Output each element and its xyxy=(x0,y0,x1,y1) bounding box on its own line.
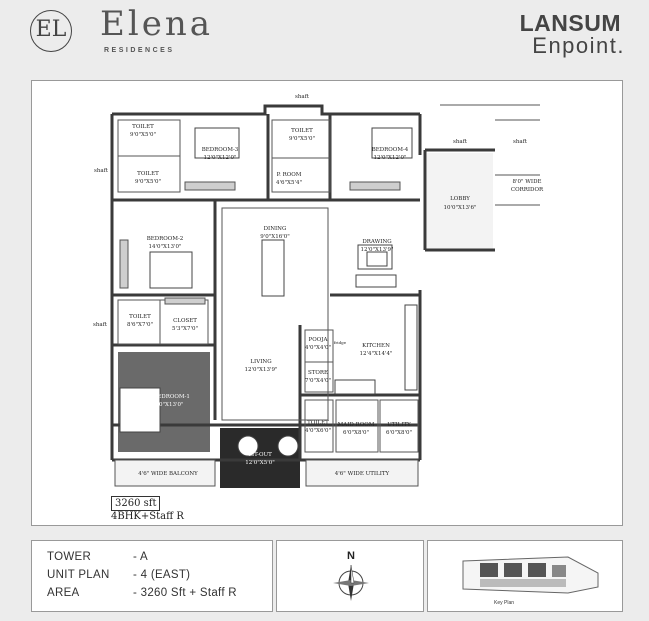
room-size: 9'0"X5'0" xyxy=(135,179,161,185)
shaft-label: shaft xyxy=(93,322,108,328)
balcony-label: 4'6" WIDE BALCONY xyxy=(138,471,198,477)
kitchen-counter xyxy=(404,304,418,391)
room-size: 12'0"X13'9" xyxy=(245,367,278,373)
logo-emblem: EL xyxy=(30,10,72,52)
room-size: 12'0"X13'9" xyxy=(361,247,394,253)
info-value: - A xyxy=(133,551,148,563)
room-label: LIVING xyxy=(250,359,271,365)
corridor-label: CORRIDOR xyxy=(511,187,544,193)
room-size: 12'4"X14'4" xyxy=(360,351,393,357)
room-label: UTILITY xyxy=(387,422,411,428)
room-size: 9'0"X5'0" xyxy=(289,136,315,142)
room-label: SIT-OUT xyxy=(248,452,272,458)
master-bed xyxy=(119,387,161,433)
room-label: CLOSET xyxy=(173,318,197,324)
room-size: 4'6"X5'4" xyxy=(276,180,302,186)
room-size: 12'0"X12'0" xyxy=(374,155,407,161)
key-plan-diagram xyxy=(462,556,599,594)
area-label: 3260 sft xyxy=(111,496,161,511)
bedroom-2-bed xyxy=(149,251,193,289)
room-label: TOILET xyxy=(291,128,313,134)
info-label: UNIT PLAN xyxy=(47,569,110,581)
info-label: TOWER xyxy=(47,551,92,563)
room-size: 8'6"X7'0" xyxy=(127,322,153,328)
room-label: DRAWING xyxy=(362,239,391,245)
shaft-label: shaft xyxy=(94,168,109,174)
room-label: BEDROOM-4 xyxy=(372,147,409,153)
logo-monogram: EL xyxy=(35,17,67,42)
room-label: TOILET xyxy=(137,171,159,177)
unit-info-panel: TOWER - A UNIT PLAN - 4 (EAST) AREA - 3260 … xyxy=(31,540,273,612)
drawing-table xyxy=(366,251,388,267)
shaft-label: shaft xyxy=(453,139,468,145)
room-size: 6'0"X8'0" xyxy=(386,430,412,436)
floor-plan: TOILET 9'0"X5'0" TOILET 9'0"X5'0" BEDROO… xyxy=(93,94,544,488)
sitout-chair-left xyxy=(237,435,259,457)
lobby-floor xyxy=(427,153,493,249)
room-size: 10'0"X13'6" xyxy=(444,205,477,211)
bedroom-4-bed xyxy=(371,127,413,159)
corridor-label: 8'0" WIDE xyxy=(512,179,541,185)
room-size: 6'0"X8'0" xyxy=(343,430,369,436)
room-size: 4'0"X4'0" xyxy=(305,345,331,351)
room-size: 9'0"X5'0" xyxy=(130,132,156,138)
inner-walls xyxy=(117,104,540,453)
room-label: POOJA xyxy=(309,337,329,343)
room-label: P. ROOM xyxy=(277,172,302,178)
kitchen-counter-bottom xyxy=(334,379,376,395)
info-label: AREA xyxy=(47,587,80,599)
compass-icon xyxy=(333,564,369,601)
room-label: TOILET xyxy=(307,420,329,426)
north-label: N xyxy=(347,550,355,562)
room-label: STORE xyxy=(308,370,328,376)
drawing-couch xyxy=(355,274,397,288)
room-size: 14'0"X13'0" xyxy=(151,402,184,408)
room-label: KITCHEN xyxy=(362,343,390,349)
furniture xyxy=(119,127,418,457)
config-label: 4BHK+Staff R xyxy=(111,511,184,522)
info-row-unit-plan: UNIT PLAN - 4 (EAST) xyxy=(47,569,190,581)
room-size: 4'0"X6'0" xyxy=(305,428,331,434)
info-row-tower: TOWER - A xyxy=(47,551,148,563)
room-size: 9'0"X16'0" xyxy=(260,234,290,240)
room-size: 12'0"X12'0" xyxy=(204,155,237,161)
brand-name: Elena xyxy=(100,4,213,44)
room-label: DINING xyxy=(264,226,287,232)
room-label: TOILET xyxy=(132,124,154,130)
dining-table xyxy=(261,239,285,297)
key-plan-panel: Key Plan xyxy=(427,540,623,612)
bedroom-3-bed xyxy=(194,127,240,159)
key-plan-caption: Key Plan xyxy=(494,600,515,606)
room-label: LOBBY xyxy=(450,196,470,202)
sitout-chair-right xyxy=(277,435,299,457)
room-label: TOILET xyxy=(129,314,151,320)
utility-strip-label: 4'6" WIDE UTILITY xyxy=(335,471,390,477)
room-label: M. BEDROOM-1 xyxy=(144,394,190,400)
room-size: 12'0"X5'0" xyxy=(245,460,275,466)
room-label: BEDROOM-2 xyxy=(147,236,184,242)
shaft-label: shaft xyxy=(513,139,528,145)
developer-name: LANSUM xyxy=(519,10,621,36)
room-size: 7'0"X4'0" xyxy=(305,378,331,384)
wardrobes xyxy=(114,181,419,487)
developer-subtitle: Enpoint. xyxy=(532,33,625,58)
room-size: 5'3"X7'0" xyxy=(172,326,198,332)
shaft-label: shaft xyxy=(295,94,310,100)
compass-panel: N xyxy=(276,540,424,612)
fridge-label: fridge xyxy=(334,340,347,345)
room-size: 14'0"X13'0" xyxy=(149,244,182,250)
info-row-area: AREA - 3260 Sft + Staff R xyxy=(47,587,237,599)
brand-subtitle: RESIDENCES xyxy=(104,47,175,54)
info-value: - 3260 Sft + Staff R xyxy=(133,587,237,599)
info-value: - 4 (EAST) xyxy=(133,569,191,581)
room-label: BEDROOM-3 xyxy=(202,147,239,153)
room-label: MAID ROOM xyxy=(338,422,375,428)
